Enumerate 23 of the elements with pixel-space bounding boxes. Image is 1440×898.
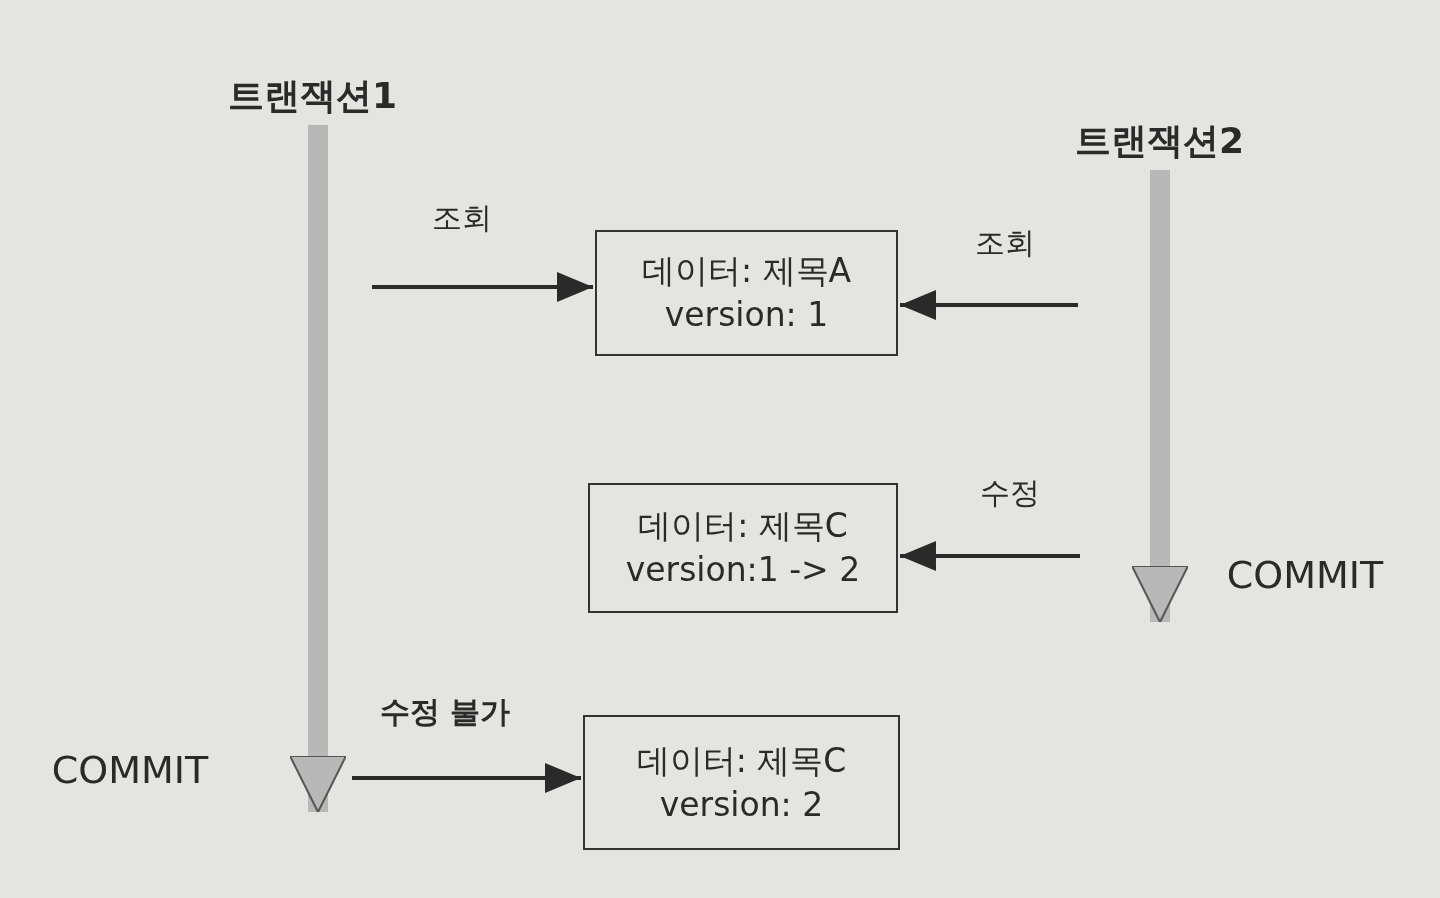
data-text: 데이터: 제목C: [638, 505, 848, 547]
data-text: 데이터: 제목A: [641, 250, 852, 292]
arrow: [352, 763, 581, 793]
version-text: version: 2: [659, 783, 824, 826]
data-text: 데이터: 제목C: [636, 739, 847, 782]
version-text: version:1 -> 2: [625, 549, 861, 591]
data-box: [595, 230, 898, 356]
timeline-arrow: [289, 125, 347, 813]
data-box: [588, 483, 898, 613]
data-box: [583, 715, 900, 850]
transaction-title: 트랜잭션1: [228, 72, 398, 121]
edge-label: 수정: [980, 473, 1040, 512]
commit-label: COMMIT: [1226, 553, 1384, 597]
transaction-title: 트랜잭션2: [1075, 117, 1245, 166]
edge-label: 수정 불가: [379, 692, 511, 731]
arrow: [372, 272, 593, 302]
edge-label: 조회: [432, 198, 492, 237]
timeline-arrow: [1131, 170, 1189, 623]
commit-label: COMMIT: [51, 748, 209, 792]
version-text: version: 1: [664, 294, 829, 336]
edge-label: 조회: [975, 223, 1035, 262]
arrow: [900, 541, 1080, 571]
arrow: [900, 290, 1078, 320]
